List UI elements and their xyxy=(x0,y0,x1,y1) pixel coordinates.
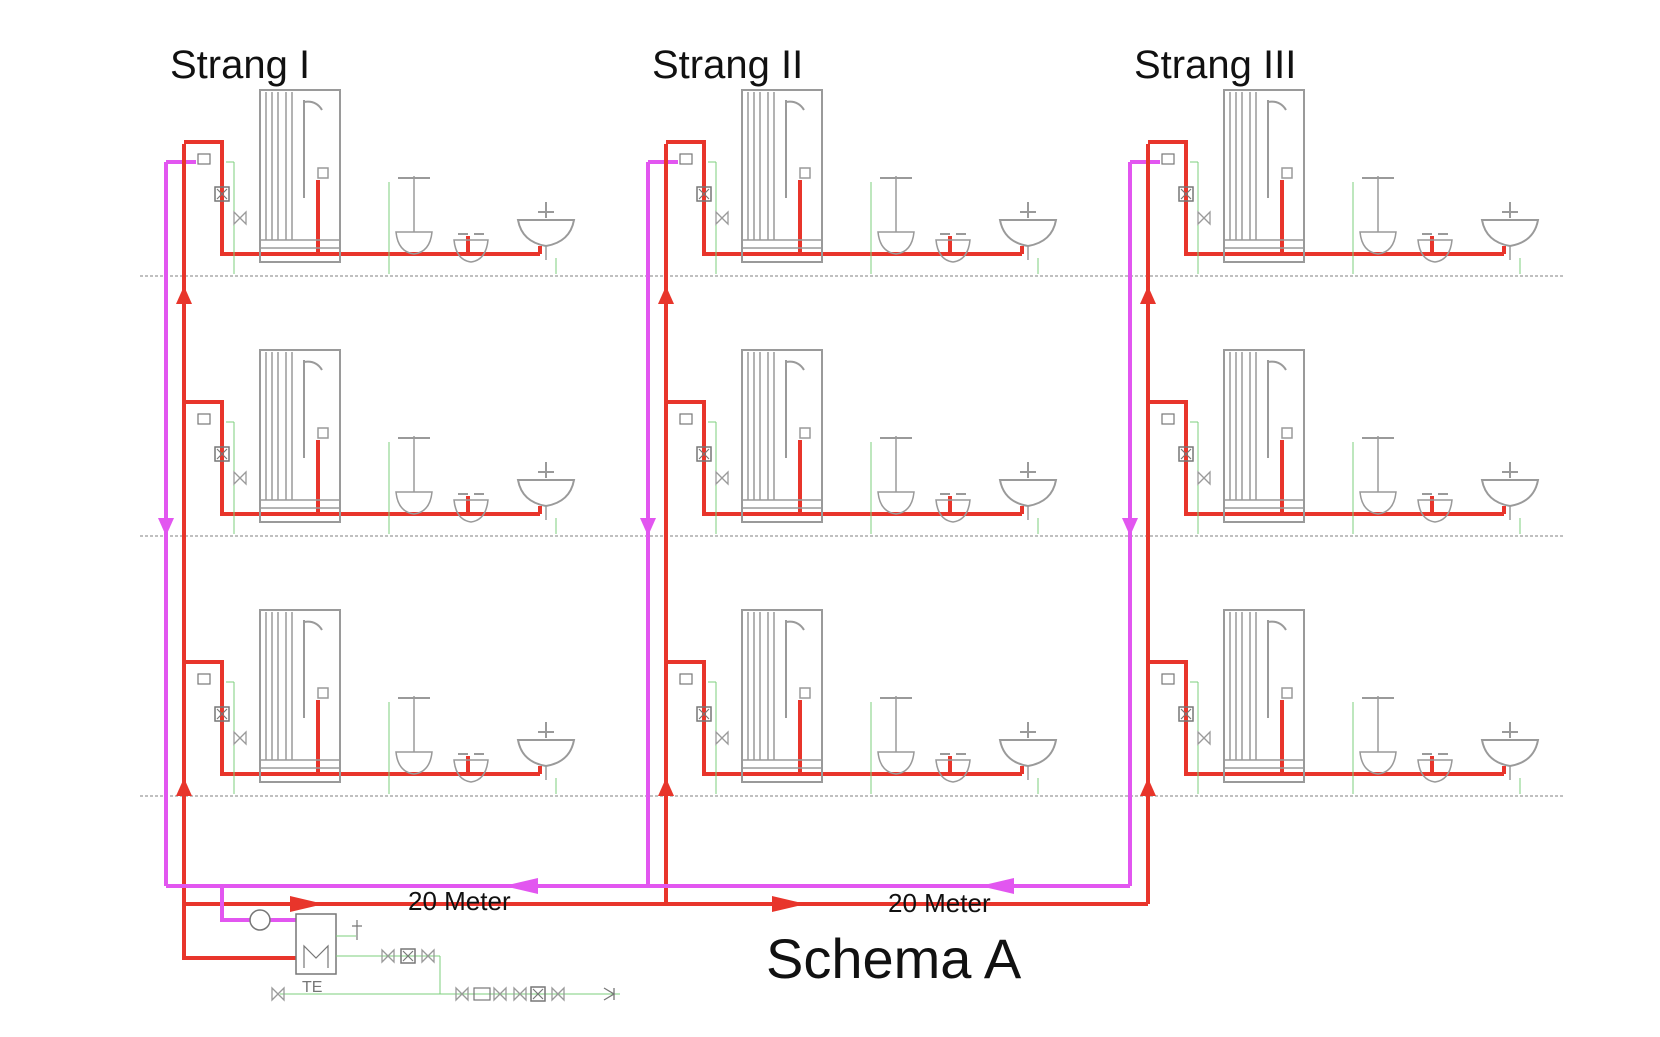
heater-label: TE xyxy=(302,979,322,996)
circulation-arrow-icon xyxy=(158,518,174,536)
washbasin-icon xyxy=(1481,461,1539,521)
bidet-icon xyxy=(935,753,971,783)
valve-icon xyxy=(715,211,729,225)
shower-cabin-icon xyxy=(259,349,341,523)
bidet-icon xyxy=(1417,493,1453,523)
washbasin-icon xyxy=(517,721,575,781)
supply-arrow-icon xyxy=(1140,286,1156,304)
supply-arrow-icon xyxy=(1140,778,1156,796)
circulation-return xyxy=(220,886,296,922)
supply-arrow-icon xyxy=(772,896,806,912)
circulation-arrow-icon xyxy=(640,518,656,536)
circulation-arrow-icon xyxy=(504,878,538,894)
washbasin-icon xyxy=(999,461,1057,521)
wc-icon xyxy=(1359,175,1397,255)
riser-label-3: Strang III xyxy=(1134,43,1296,87)
safety-valve-icon xyxy=(352,920,362,940)
diagram-title: Schema A xyxy=(766,927,1022,990)
floor-branch-2 xyxy=(666,400,981,516)
washbasin-icon xyxy=(517,461,575,521)
shower-cabin-icon xyxy=(259,89,341,263)
heater-mark xyxy=(303,944,329,968)
wc-icon xyxy=(395,435,433,515)
floor-branch-2 xyxy=(1148,400,1463,516)
shower-cabin-icon xyxy=(741,349,823,523)
washbasin-icon xyxy=(1481,721,1539,781)
valve-icon xyxy=(233,211,247,225)
riser-label-2: Strang II xyxy=(652,43,803,87)
bidet-icon xyxy=(1417,753,1453,783)
supply-arrow-icon xyxy=(176,286,192,304)
wc-icon xyxy=(1359,695,1397,775)
washbasin-icon xyxy=(999,721,1057,781)
circulation-arrow-icon xyxy=(1122,518,1138,536)
supply-arrow-icon xyxy=(658,286,674,304)
pipe-length-label-2: 20 Meter xyxy=(888,888,991,918)
inlet-icon xyxy=(603,987,616,1001)
thermostat-icon xyxy=(679,153,693,165)
thermostat-icon xyxy=(1161,413,1175,425)
thermostat-icon xyxy=(197,153,211,165)
valve-icon xyxy=(233,731,247,745)
washbasin-icon xyxy=(999,201,1057,261)
thermostat-icon xyxy=(679,413,693,425)
supply-arrow-icon xyxy=(176,778,192,796)
heater-outlet xyxy=(182,904,296,960)
washbasin-icon xyxy=(1481,201,1539,261)
floor-branch-3 xyxy=(1148,660,1463,776)
shower-cabin-icon xyxy=(741,89,823,263)
shower-cabin-icon xyxy=(741,609,823,783)
circulation-arrow-icon xyxy=(980,878,1014,894)
wc-icon xyxy=(877,175,915,255)
valve-icon xyxy=(715,471,729,485)
floor-branch-1 xyxy=(1148,140,1463,256)
valve-icon xyxy=(1197,731,1211,745)
floor-branch-3 xyxy=(184,660,499,776)
wc-icon xyxy=(1359,435,1397,515)
thermostat-icon xyxy=(679,673,693,685)
floor-branch-2 xyxy=(184,400,499,516)
bidet-icon xyxy=(935,493,971,523)
washbasin-icon xyxy=(517,201,575,261)
valve-icon xyxy=(233,471,247,485)
valve-icon xyxy=(1197,211,1211,225)
riser-label-1: Strang I xyxy=(170,43,310,87)
shower-cabin-icon xyxy=(1223,609,1305,783)
wc-icon xyxy=(877,435,915,515)
filter-icon xyxy=(473,987,491,1001)
water-heater-icon xyxy=(295,913,337,975)
supply-arrow-icon xyxy=(290,896,324,912)
bidet-icon xyxy=(453,753,489,783)
bidet-icon xyxy=(1417,233,1453,263)
shower-cabin-icon xyxy=(259,609,341,783)
thermostat-icon xyxy=(197,413,211,425)
thermostat-icon xyxy=(1161,153,1175,165)
bidet-icon xyxy=(453,233,489,263)
bidet-icon xyxy=(935,233,971,263)
thermostat-icon xyxy=(197,673,211,685)
valve-icon xyxy=(1197,471,1211,485)
floor-branch-3 xyxy=(666,660,981,776)
pump-icon xyxy=(249,909,271,931)
valve-icon xyxy=(715,731,729,745)
wc-icon xyxy=(395,695,433,775)
floor-branch-1 xyxy=(666,140,981,256)
shower-cabin-icon xyxy=(1223,89,1305,263)
thermostat-icon xyxy=(1161,673,1175,685)
shower-cabin-icon xyxy=(1223,349,1305,523)
floor-branch-1 xyxy=(184,140,499,256)
supply-arrow-icon xyxy=(658,778,674,796)
wc-icon xyxy=(877,695,915,775)
pipe-length-label-1: 20 Meter xyxy=(408,886,511,916)
bidet-icon xyxy=(453,493,489,523)
wc-icon xyxy=(395,175,433,255)
